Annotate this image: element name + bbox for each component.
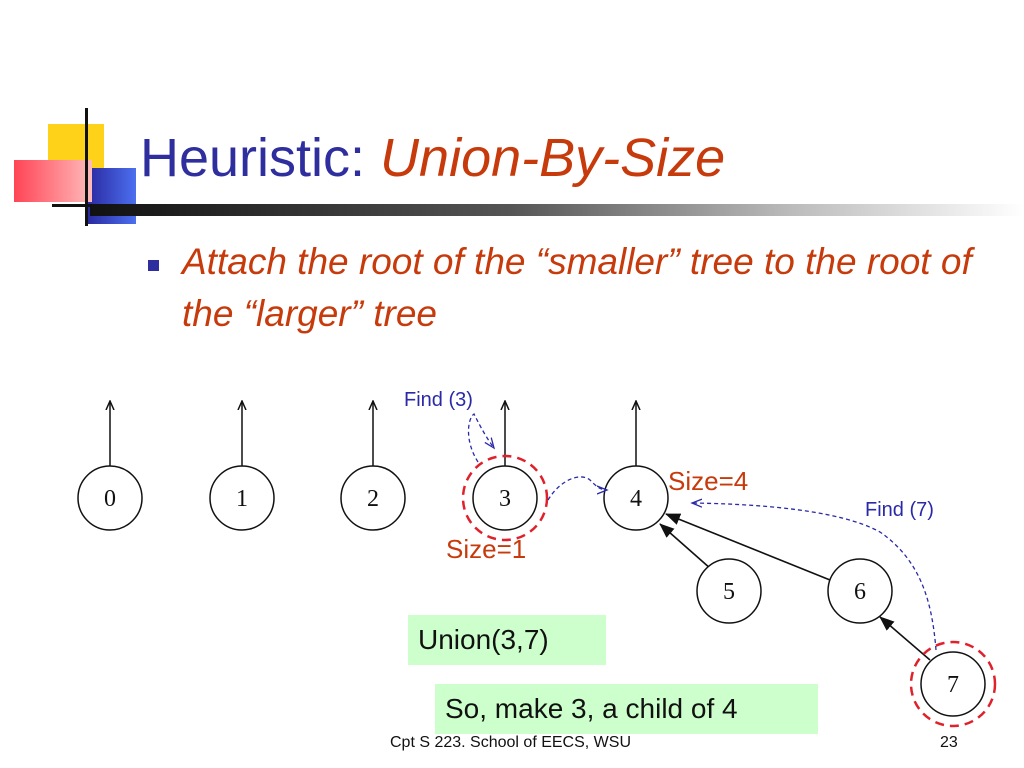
- node-label-0: 0: [104, 486, 116, 512]
- deco-vertical-line: [85, 108, 88, 226]
- slide-title: Heuristic: Union-By-Size: [140, 118, 725, 198]
- union-call-box: Union(3,7): [408, 615, 606, 665]
- title-plain: Heuristic:: [140, 128, 381, 188]
- node-label-1: 1: [236, 486, 248, 512]
- node-label-2: 2: [367, 486, 379, 512]
- find3-arrow: [467, 413, 495, 463]
- highlight-ring-7: [909, 640, 997, 728]
- edge-7-to-6: [879, 616, 931, 661]
- node-6: 6: [827, 558, 893, 624]
- edge-5-to-4: [659, 523, 712, 570]
- annotation-size1: Size=1: [446, 534, 526, 564]
- deco-red-square: [14, 160, 92, 202]
- deco-horizontal-line: [52, 204, 92, 207]
- find7-arrow: [692, 503, 937, 651]
- node-label-6: 6: [854, 579, 866, 605]
- union-link-arrow: [547, 476, 607, 501]
- slide-footer: Cpt S 223. School of EECS, WSU: [390, 734, 631, 751]
- title-underline-rule: [90, 204, 1024, 216]
- edge-6-to-4: [665, 513, 831, 581]
- conclusion-box: So, make 3, a child of 4: [435, 684, 818, 734]
- node-3: 3: [472, 465, 538, 531]
- node-label-7: 7: [947, 672, 959, 698]
- annotation-find3: Find (3): [404, 389, 473, 411]
- node-7: 7: [920, 651, 986, 717]
- node-label-4: 4: [630, 486, 642, 512]
- title-emphasis: Union-By-Size: [380, 128, 726, 188]
- node-0: 0: [77, 465, 143, 531]
- node-4: 4: [603, 465, 669, 531]
- node-2: 2: [340, 465, 406, 531]
- node-label-3: 3: [499, 486, 511, 512]
- annotation-size4: Size=4: [668, 466, 748, 496]
- node-1: 1: [209, 465, 275, 531]
- bullet-text: Attach the root of the “smaller” tree to…: [182, 241, 972, 334]
- highlight-ring-3: [461, 454, 549, 542]
- annotation-find7: Find (7): [865, 499, 934, 521]
- page-number: 23: [940, 734, 958, 751]
- node-5: 5: [696, 558, 762, 624]
- node-label-5: 5: [723, 579, 735, 605]
- bullet-square-icon: [148, 260, 159, 271]
